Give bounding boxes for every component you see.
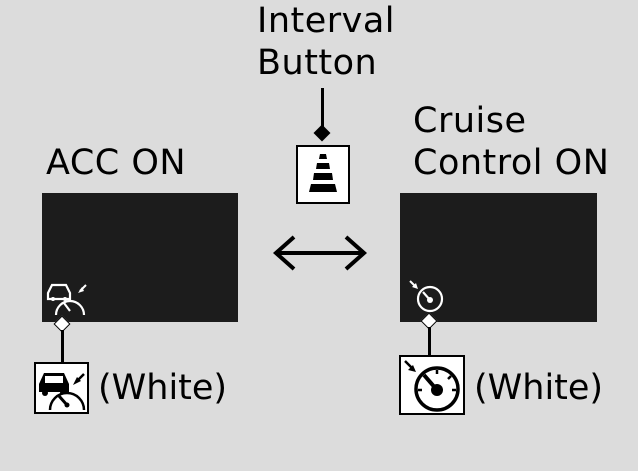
interval-button-icon-box[interactable]	[296, 145, 350, 204]
interval-pointer-line	[321, 88, 324, 130]
acc-icon-pointer-line	[61, 330, 64, 363]
cruise-control-label-line1: Cruise	[413, 101, 527, 141]
interval-button-label-line2: Button	[257, 43, 378, 83]
interval-pointer-diamond	[313, 124, 331, 142]
cruise-icon-box	[399, 355, 465, 415]
acc-on-label: ACC ON	[46, 143, 187, 183]
cruise-screen-small-icon	[409, 280, 444, 313]
acc-color-note: (White)	[98, 368, 228, 408]
interval-button-label-line1: Interval	[257, 1, 396, 41]
acc-screen-small-icon	[46, 283, 87, 316]
acc-display-screen	[42, 193, 238, 322]
cruise-icon-pointer-line	[428, 327, 431, 355]
cruise-control-label-line2: Control ON	[413, 143, 610, 183]
double-arrow-icon	[272, 235, 368, 271]
acc-icon-box	[34, 362, 89, 414]
cruise-speedometer-icon	[404, 360, 460, 412]
cruise-color-note: (White)	[474, 368, 604, 408]
acc-car-speedometer-icon	[39, 373, 86, 411]
cruise-display-screen	[400, 193, 597, 322]
interval-bars-icon	[309, 154, 337, 192]
